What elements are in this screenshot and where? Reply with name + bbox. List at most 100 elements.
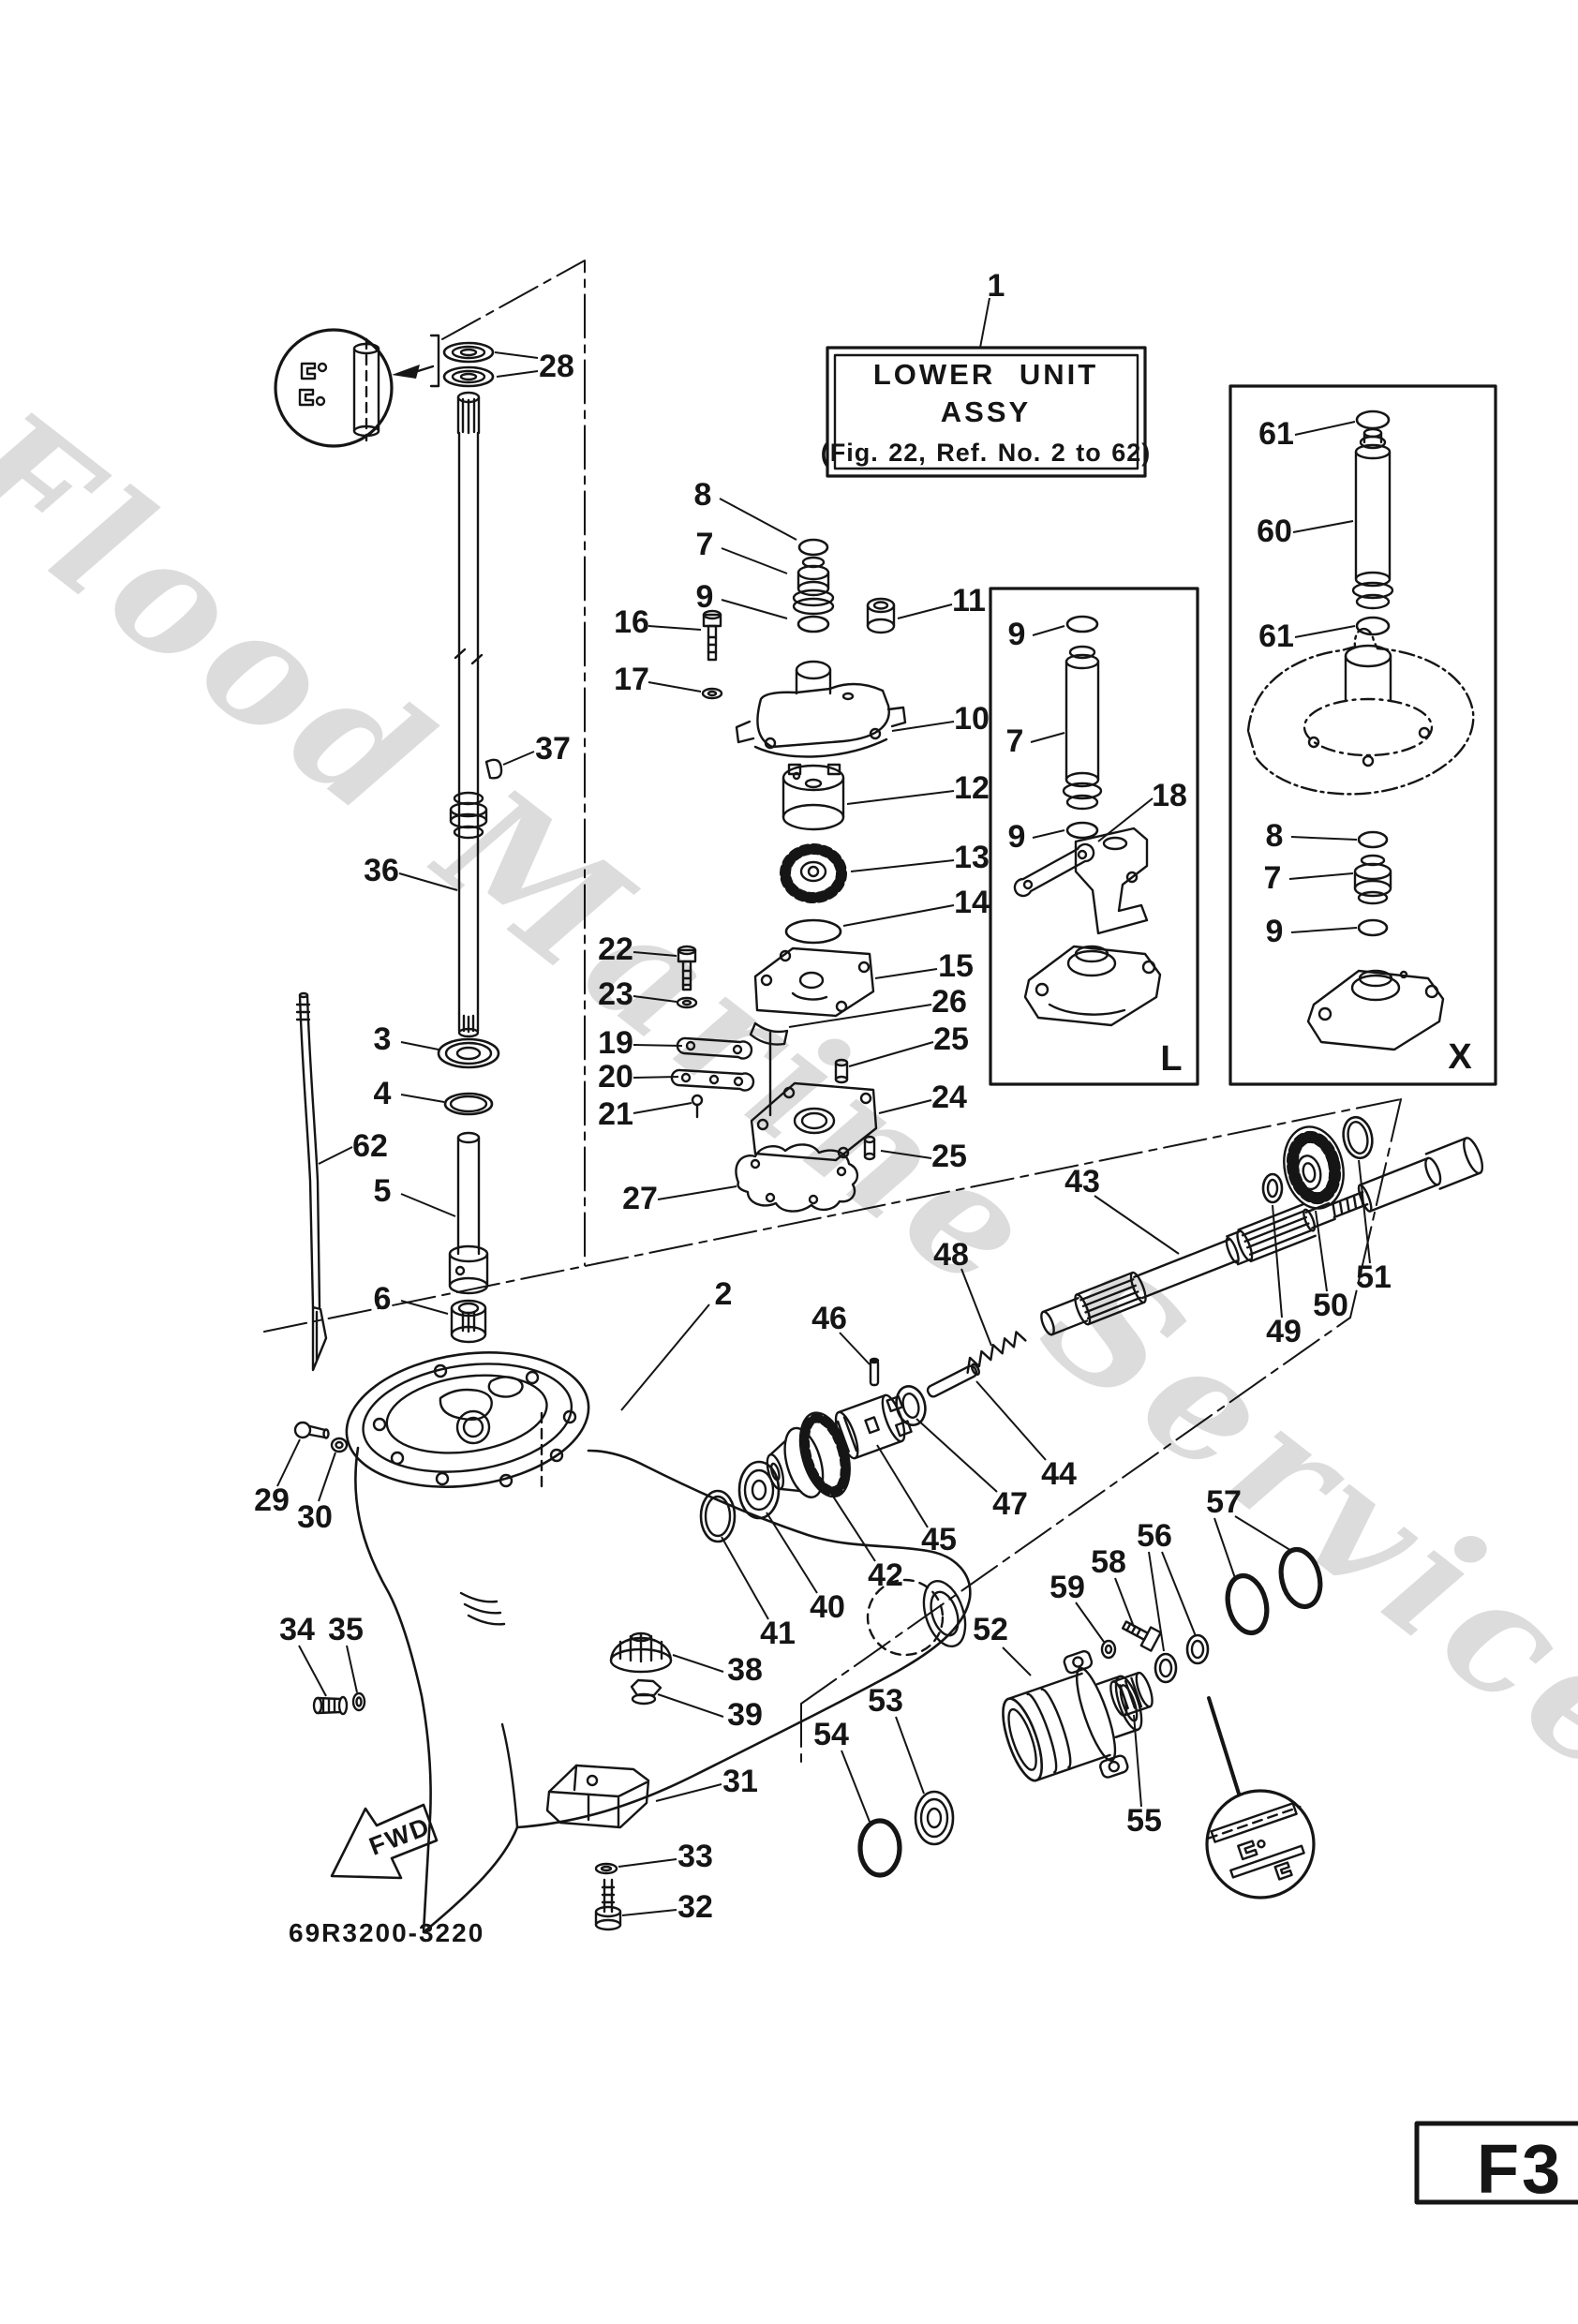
o-ring-51 bbox=[1342, 1115, 1374, 1160]
o-ring-9 bbox=[796, 615, 830, 633]
shift-cam-20 bbox=[670, 1068, 755, 1092]
pin-25b bbox=[863, 1135, 876, 1161]
callout-28: 28 bbox=[539, 349, 574, 384]
seal-detail-circle bbox=[274, 328, 440, 448]
fwd-arrow: FWD bbox=[330, 1803, 439, 1880]
callout-30: 30 bbox=[297, 1499, 333, 1535]
callout-11: 11 bbox=[952, 583, 986, 618]
pump-base-x bbox=[1306, 969, 1445, 1051]
seal-housing-7 bbox=[792, 556, 835, 616]
detail-box-x: X bbox=[1228, 384, 1497, 1086]
gasket-27 bbox=[735, 1143, 859, 1213]
screw-29 bbox=[293, 1421, 330, 1439]
impeller-13 bbox=[780, 843, 847, 903]
reverse-gear-50 bbox=[1283, 1125, 1345, 1210]
callout-59: 59 bbox=[1050, 1570, 1085, 1605]
callout-16: 16 bbox=[614, 604, 649, 640]
woodruff-key-37 bbox=[484, 758, 503, 780]
callout-25b: 25 bbox=[931, 1139, 967, 1174]
bolt-32 bbox=[594, 1878, 622, 1931]
callout-55: 55 bbox=[1126, 1803, 1162, 1839]
drawing-number: 69R3200-3220 bbox=[289, 1918, 484, 1947]
callout-7: 7 bbox=[696, 527, 714, 562]
callout-44: 44 bbox=[1041, 1456, 1077, 1492]
o-ring-54 bbox=[857, 1818, 902, 1878]
callout-7-x: 7 bbox=[1264, 860, 1282, 896]
spring-48 bbox=[966, 1331, 1027, 1375]
callout-31: 31 bbox=[722, 1764, 758, 1799]
washer-33 bbox=[594, 1862, 618, 1875]
callout-10: 10 bbox=[954, 701, 990, 737]
shift-cam-19 bbox=[676, 1036, 753, 1060]
callout-labels: 1 2 3 4 5 6 7 8 9 10 11 12 13 14 15 16 1… bbox=[254, 268, 1392, 1925]
bearing-3 bbox=[437, 1037, 500, 1069]
callout-14: 14 bbox=[954, 885, 990, 920]
callout-57: 57 bbox=[1206, 1484, 1242, 1520]
callout-23: 23 bbox=[598, 976, 633, 1012]
view-label-l: L bbox=[1160, 1039, 1182, 1079]
callout-36: 36 bbox=[364, 853, 399, 888]
water-inlet-strainer-38 bbox=[609, 1631, 673, 1674]
callout-27: 27 bbox=[622, 1181, 658, 1216]
callout-39: 39 bbox=[727, 1697, 763, 1733]
washer-23 bbox=[676, 996, 698, 1009]
bushing-6 bbox=[450, 1299, 487, 1344]
callout-21: 21 bbox=[598, 1096, 633, 1132]
callout-2: 2 bbox=[715, 1276, 733, 1312]
washer-30 bbox=[330, 1437, 349, 1453]
callout-9-l1: 9 bbox=[1008, 617, 1026, 652]
drive-shaft-sleeve-5 bbox=[448, 1131, 489, 1295]
callout-32: 32 bbox=[677, 1889, 713, 1925]
shim-41 bbox=[699, 1489, 737, 1543]
callout-7-l: 7 bbox=[1006, 723, 1024, 759]
shift-rod-62 bbox=[295, 991, 328, 1372]
o-ring-4 bbox=[443, 1092, 494, 1116]
title-line1: LOWER UNIT bbox=[873, 358, 1098, 391]
callout-41: 41 bbox=[760, 1616, 796, 1651]
callout-58: 58 bbox=[1091, 1544, 1126, 1580]
callout-33: 33 bbox=[677, 1839, 713, 1874]
bearing-carrier-52 bbox=[1002, 1649, 1143, 1782]
callout-26: 26 bbox=[931, 984, 967, 1020]
shift-plunger-44 bbox=[926, 1363, 980, 1398]
callout-6: 6 bbox=[374, 1281, 392, 1317]
bolt-58 bbox=[1121, 1620, 1162, 1652]
oil-seals-56 bbox=[1154, 1633, 1210, 1684]
pin-25a bbox=[834, 1058, 849, 1084]
callout-24: 24 bbox=[931, 1080, 967, 1115]
water-pump-housing-10 bbox=[735, 660, 907, 758]
extension-housing-x bbox=[1246, 628, 1475, 796]
nut-39 bbox=[630, 1678, 662, 1706]
key-26 bbox=[749, 1021, 789, 1117]
bolt-16 bbox=[702, 609, 722, 662]
bolt-22 bbox=[677, 945, 697, 991]
callout-61b: 61 bbox=[1258, 618, 1294, 654]
callout-9-l2: 9 bbox=[1008, 819, 1026, 855]
callout-15: 15 bbox=[938, 948, 974, 984]
gasket-14 bbox=[784, 918, 842, 945]
page-code: F3 bbox=[1477, 2130, 1563, 2208]
callout-17: 17 bbox=[614, 662, 649, 697]
callout-47: 47 bbox=[992, 1486, 1028, 1522]
pump-insert-cartridge-12 bbox=[782, 763, 845, 831]
callout-46: 46 bbox=[811, 1301, 847, 1336]
needle-bearing-55 bbox=[1109, 1671, 1154, 1717]
callout-19: 19 bbox=[598, 1025, 633, 1061]
pin-46 bbox=[869, 1357, 880, 1387]
callout-48: 48 bbox=[933, 1237, 969, 1273]
callout-25a: 25 bbox=[933, 1021, 969, 1057]
callout-35: 35 bbox=[328, 1612, 364, 1647]
callout-60: 60 bbox=[1257, 514, 1292, 549]
forward-gear-42 bbox=[766, 1411, 851, 1498]
callout-1: 1 bbox=[988, 268, 1005, 304]
callout-40: 40 bbox=[810, 1589, 845, 1625]
callout-13: 13 bbox=[954, 840, 990, 875]
leader-lines bbox=[276, 297, 1371, 1916]
detail-box-l: L bbox=[989, 587, 1199, 1086]
callout-45: 45 bbox=[921, 1522, 957, 1557]
callout-62: 62 bbox=[352, 1128, 388, 1164]
phantom-section-lines bbox=[263, 260, 1402, 1770]
callout-38: 38 bbox=[727, 1652, 763, 1688]
